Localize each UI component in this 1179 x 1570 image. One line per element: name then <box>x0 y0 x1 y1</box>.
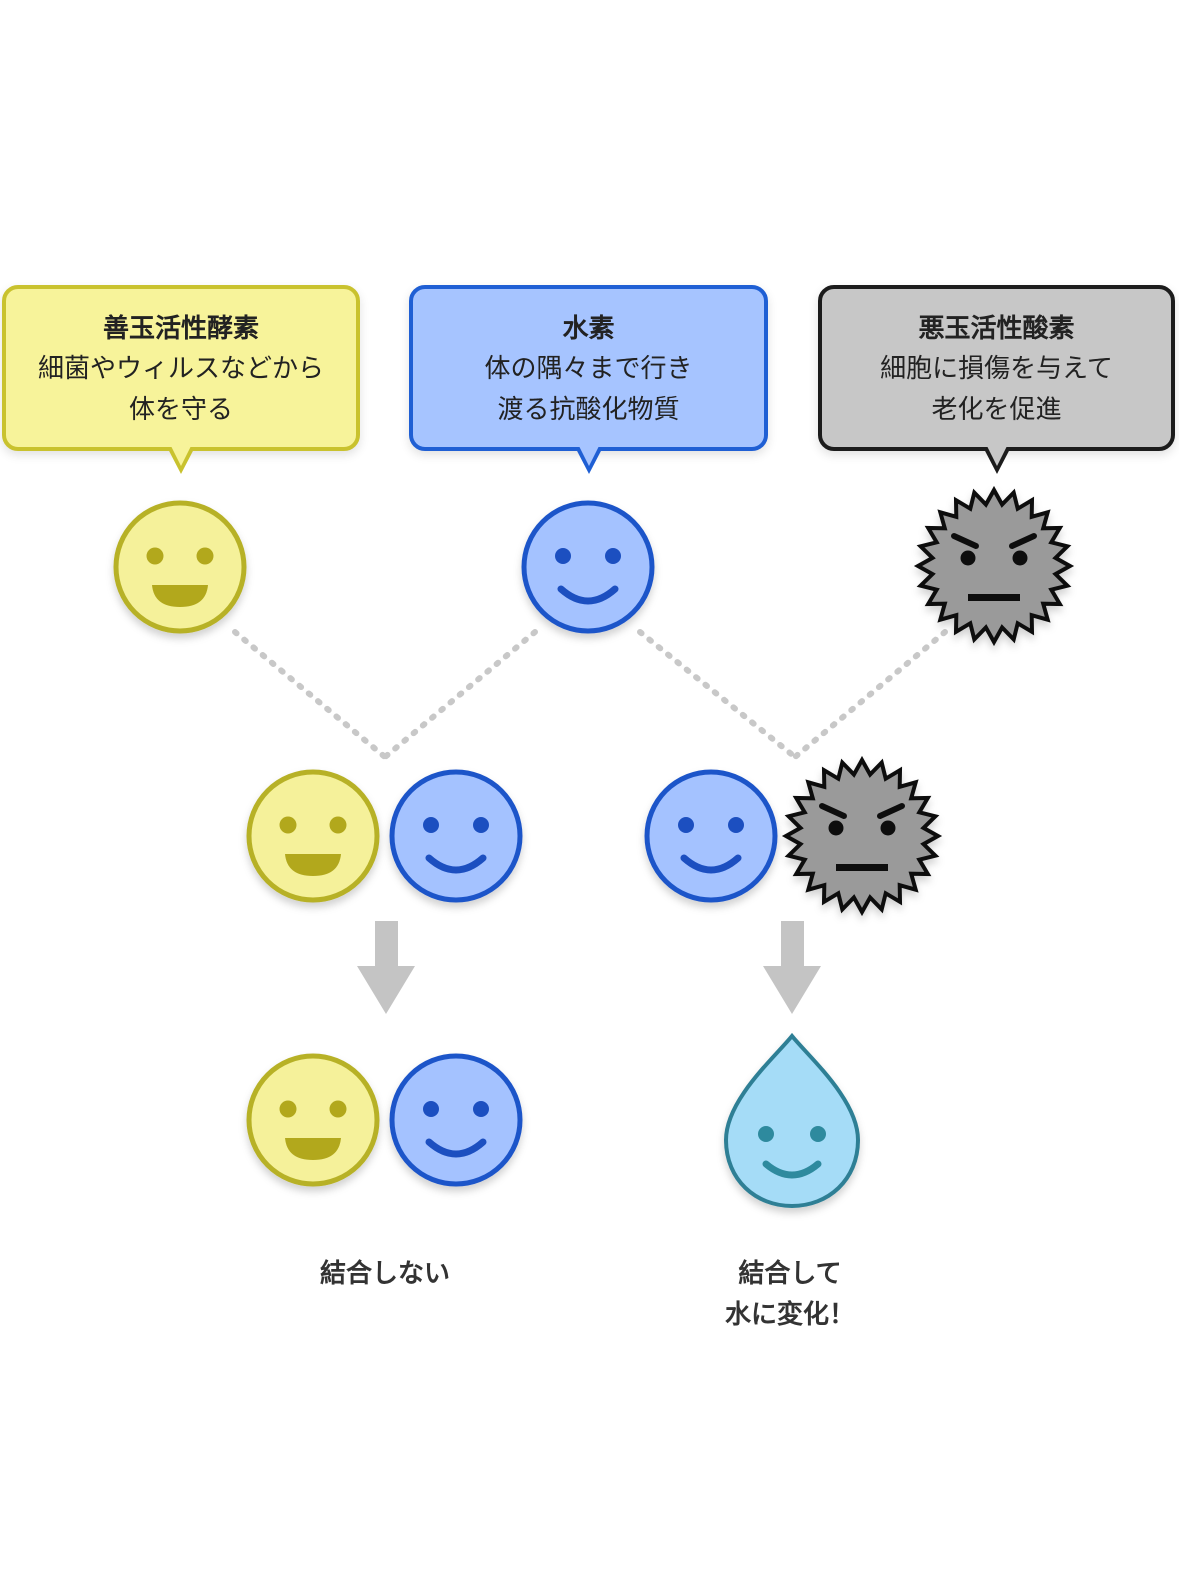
enzyme-face-icon <box>246 769 380 903</box>
hydrogen-title: 水素 <box>562 314 615 344</box>
hydrogen-face-icon <box>521 500 655 634</box>
hydrogen-face-icon <box>389 1053 523 1187</box>
enzyme-face-icon <box>113 500 247 634</box>
enzyme-desc-line1: 細菌やウィルスなどから <box>37 354 324 384</box>
caption-line: 水に変化！ <box>724 1300 855 1330</box>
dotted-line-enzyme <box>232 629 388 760</box>
hydrogen-face-icon <box>644 769 778 903</box>
no-bond-caption: 結合しない <box>235 1254 535 1295</box>
hydrogen-callout: 水素 体の隅々まで行き 渡る抗酸化物質 <box>409 285 768 474</box>
enzyme-title: 善玉活性酵素 <box>102 314 259 344</box>
hydrogen-desc-line2: 渡る抗酸化物質 <box>497 395 680 425</box>
enzyme-face-icon <box>246 1053 380 1187</box>
dotted-line-hydrogen-right <box>637 629 798 760</box>
radical-desc-line2: 老化を促進 <box>931 395 1062 425</box>
water-drop-face-icon <box>723 1032 861 1209</box>
bond-to-water-caption: 結合して 水に変化！ <box>640 1254 940 1336</box>
enzyme-desc-line2: 体を守る <box>128 395 233 425</box>
caption-line: 結合して <box>738 1259 842 1289</box>
radical-face-icon <box>913 485 1075 647</box>
dotted-line-radical <box>792 629 948 760</box>
enzyme-callout: 善玉活性酵素 細菌やウィルスなどから 体を守る <box>2 285 360 474</box>
radical-callout: 悪玉活性酸素 細胞に損傷を与えて 老化を促進 <box>818 285 1175 474</box>
radical-face-icon <box>781 755 943 917</box>
connector-lines <box>232 629 948 760</box>
dotted-line-hydrogen-left <box>382 629 538 760</box>
hydrogen-face-icon <box>389 769 523 903</box>
radical-title: 悪玉活性酸素 <box>918 314 1075 344</box>
radical-desc-line1: 細胞に損傷を与えて <box>880 354 1113 384</box>
caption-line: 結合しない <box>319 1259 450 1289</box>
down-arrow-icon <box>763 921 821 1014</box>
hydrogen-desc-line1: 体の隅々まで行き <box>484 354 693 384</box>
down-arrow-icon <box>357 921 415 1014</box>
